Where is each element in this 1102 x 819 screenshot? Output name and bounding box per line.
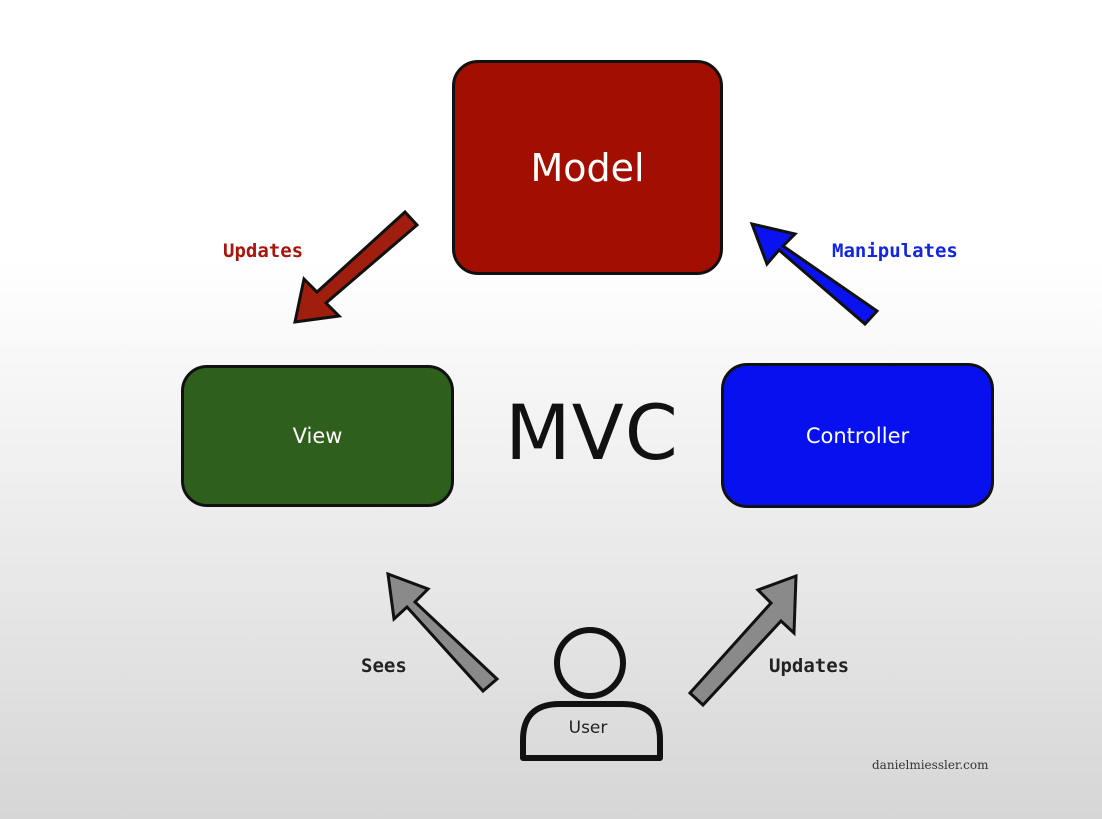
arrow-model-to-view xyxy=(293,209,420,324)
edge-label-user-to-controller: Updates xyxy=(769,655,850,677)
arrow-controller-to-model xyxy=(749,221,880,327)
controller-box: Controller xyxy=(721,363,994,508)
user-label: User xyxy=(568,718,608,738)
edge-label-controller-to-model: Manipulates xyxy=(832,240,958,262)
arrow-user-to-controller xyxy=(687,573,798,708)
model-box: Model xyxy=(452,60,723,275)
edge-label-user-to-view: Sees xyxy=(361,655,407,677)
controller-label: Controller xyxy=(805,423,910,448)
credit-text: danielmiessler.com xyxy=(872,758,989,772)
view-label: View xyxy=(292,424,343,448)
view-box: View xyxy=(181,365,454,507)
diagram-title: MVC xyxy=(505,388,679,477)
arrow-user-to-view xyxy=(386,571,500,694)
model-label: Model xyxy=(530,145,645,190)
user-icon xyxy=(520,627,663,761)
edge-label-model-to-view: Updates xyxy=(223,240,304,262)
